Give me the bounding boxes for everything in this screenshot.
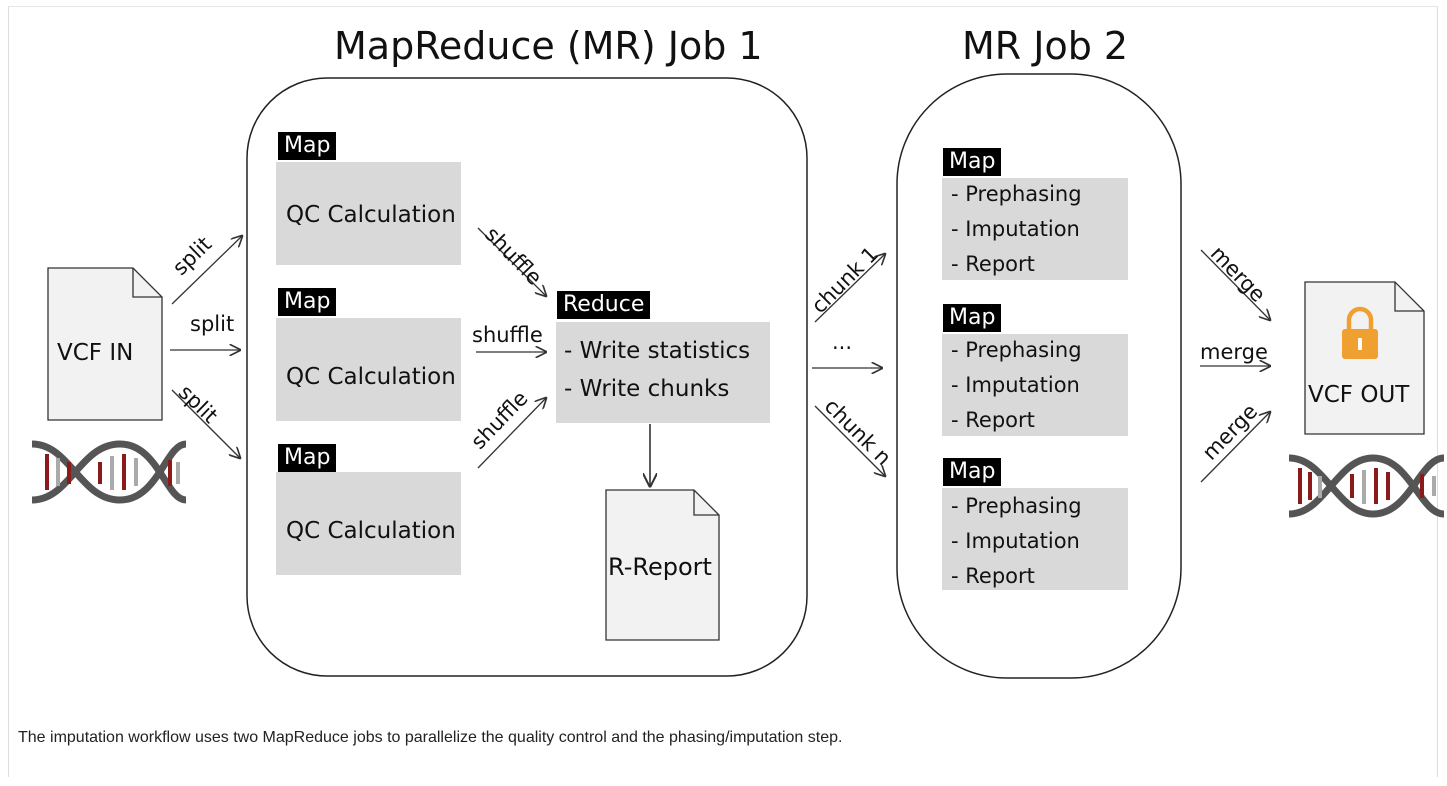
merge-arrow-top [1200,249,1270,320]
map-tag-3: Map [278,444,337,472]
qc-calculation-3: QC Calculation [286,518,456,544]
shuffle-arrow-top [477,227,546,296]
map-box-1 [276,162,461,265]
reduce-box [556,322,770,423]
map2-2-imputation: - Imputation [951,373,1080,397]
map2-tag-3: Map [943,458,1002,486]
map2-3-prephasing: - Prephasing [951,494,1082,518]
chunk-ellipsis-label: ... [832,330,853,354]
figure-caption: The imputation workflow uses two MapRedu… [18,729,843,746]
qc-calculation-1: QC Calculation [286,202,456,228]
map2-1-imputation: - Imputation [951,217,1080,241]
lock-icon [1342,306,1378,359]
map-tag-1: Map [278,132,337,160]
figure-frame [8,6,1438,777]
vcf-in-document [47,267,163,421]
dna-helix-icon-input [31,440,187,504]
dna-helix-icon-output [1288,454,1445,518]
map2-1-report: - Report [951,252,1035,276]
map2-3-imputation: - Imputation [951,529,1080,553]
merge-label-middle: merge [1200,340,1268,364]
split-label-middle: split [190,312,235,336]
r-report-document [605,489,720,641]
map-tag-2: Map [278,288,337,316]
chunk1-arrow [814,254,885,323]
job2-title: MR Job 2 [962,24,1129,68]
reduce-item-chunks: - Write chunks [564,376,730,402]
map2-2-report: - Report [951,408,1035,432]
split-arrow-bottom [171,389,240,458]
merge-arrow-bottom [1200,412,1270,483]
chunkn-arrow [814,405,885,476]
map-box-3 [276,472,461,575]
split-arrow-top [171,236,242,305]
reduce-tag: Reduce [557,291,651,319]
map2-3-report: - Report [951,564,1035,588]
vcf-out-label: VCF OUT [1308,382,1410,408]
job2-container [896,73,1182,679]
map2-box-2 [942,334,1128,436]
map2-box-1 [942,178,1128,280]
map2-1-prephasing: - Prephasing [951,182,1082,206]
map2-tag-2: Map [943,304,1002,332]
vcf-in-label: VCF IN [57,340,134,366]
job1-title: MapReduce (MR) Job 1 [334,24,763,68]
map2-tag-1: Map [943,148,1002,176]
map2-2-prephasing: - Prephasing [951,338,1082,362]
map-box-2 [276,318,461,421]
shuffle-arrow-bottom [477,398,546,469]
job1-container [246,77,808,677]
qc-calculation-2: QC Calculation [286,364,456,390]
reduce-item-statistics: - Write statistics [564,338,751,364]
map2-box-3 [942,488,1128,590]
r-report-label: R-Report [608,553,712,581]
shuffle-label-middle: shuffle [472,323,543,347]
